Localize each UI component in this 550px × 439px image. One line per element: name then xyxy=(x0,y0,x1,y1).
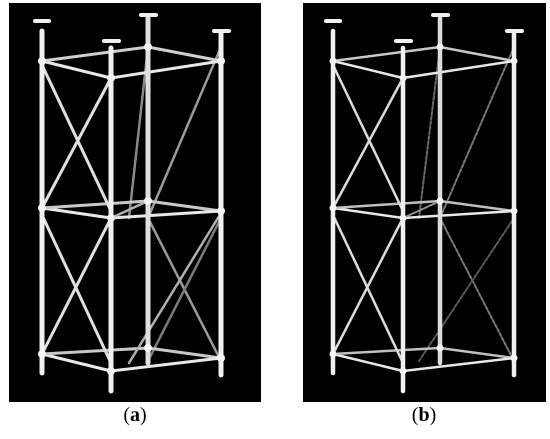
caption-a-label: a xyxy=(130,404,140,426)
caption-b: (b) xyxy=(411,404,437,426)
scaffold-tower-a xyxy=(33,13,231,394)
scaffold-image-a xyxy=(9,3,261,402)
caption-a: (a) xyxy=(123,404,147,426)
caption-b-label: b xyxy=(418,404,430,426)
scaffold-image-b xyxy=(303,3,546,402)
scaffold-tower-b xyxy=(324,13,524,394)
